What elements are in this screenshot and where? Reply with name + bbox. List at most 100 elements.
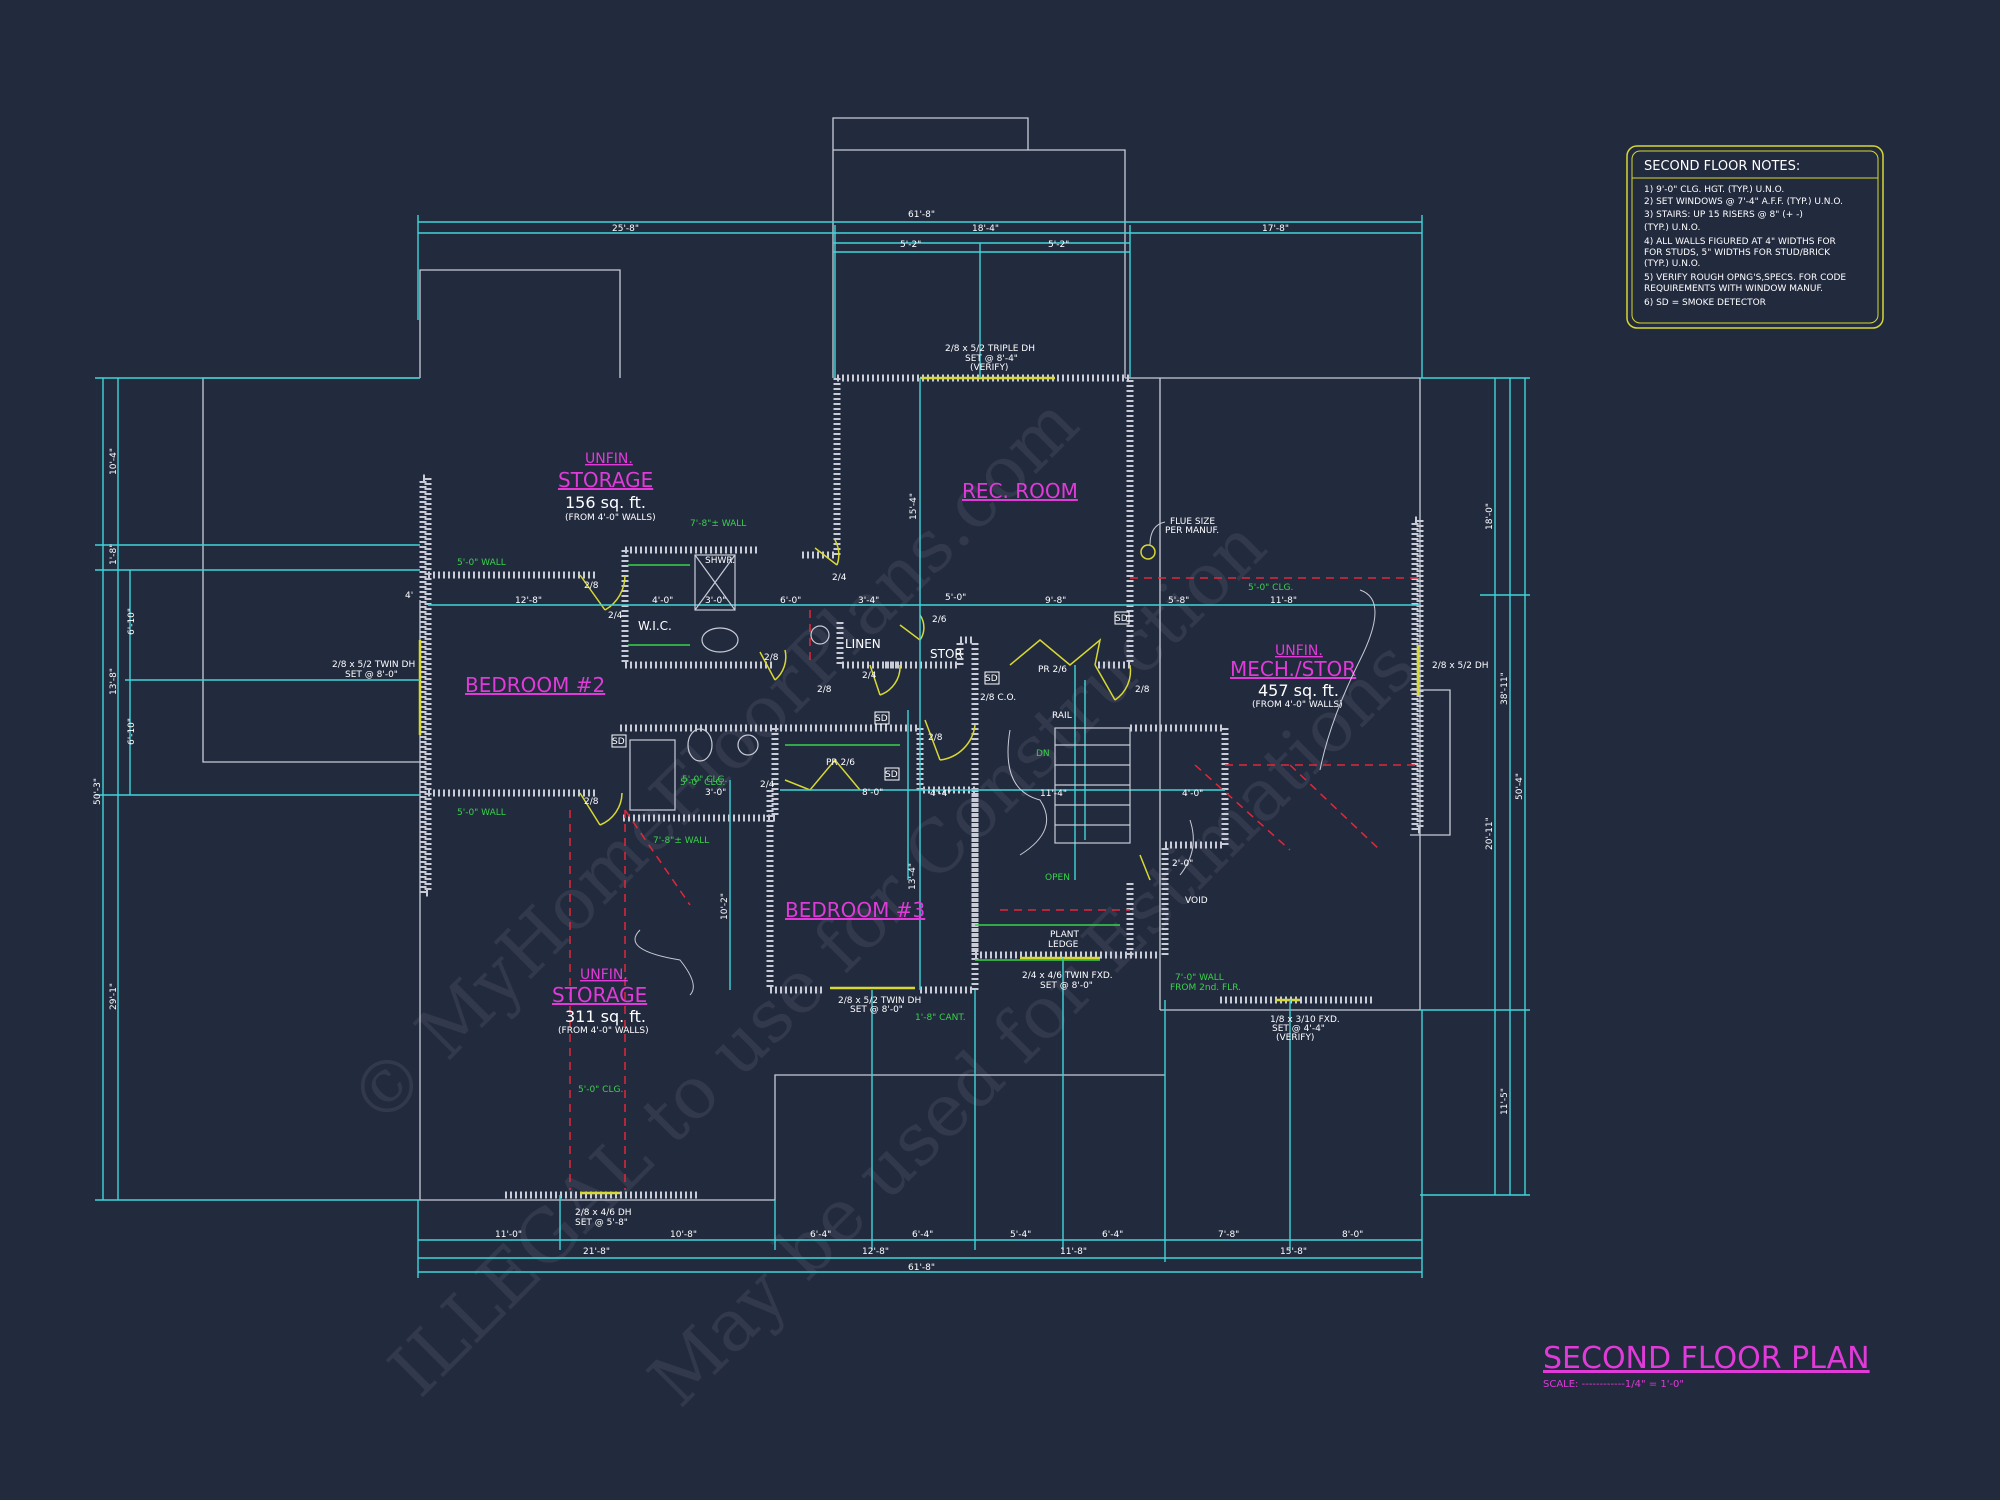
win-bottom-line2: SET @ 5'-8" (575, 1218, 628, 1228)
notes-box: SECOND FLOOR NOTES: 1) 9'-0" CLG. HGT. (… (1626, 145, 1884, 329)
dim-inner-4: 3'-4" (858, 596, 879, 606)
note-4: 4) ALL WALLS FIGURED AT 4" WIDTHS FOR (1644, 237, 1836, 247)
win-bottom-line1: 2/8 x 4/6 DH (575, 1208, 632, 1218)
dn-label: DN (1036, 749, 1050, 759)
dim-left-5: 50'-3" (93, 778, 103, 805)
win-top-line2: SET @ 8'-4" (965, 354, 1018, 364)
storage2-note: (FROM 4'-0" WALLS) (558, 1026, 649, 1036)
room-labels: UNFIN. STORAGE 156 sq. ft. (FROM 4'-0" W… (465, 451, 1356, 1036)
door-tag-6: 2/8 (817, 685, 832, 695)
dim-bot-r2-2: 11'-8" (1060, 1247, 1087, 1257)
dim-top-overall: 61'-8" (908, 210, 935, 220)
win-fxd2-line1: 1/8 x 3/10 FXD. (1270, 1015, 1340, 1025)
dimension-lines (95, 215, 1530, 1278)
dim-top-left: 25'-8" (612, 224, 639, 234)
mech-note: (FROM 4'-0" WALLS) (1252, 700, 1343, 710)
bedroom3-label: BEDROOM #3 (785, 898, 925, 922)
rec-room-label: REC. ROOM (962, 479, 1078, 503)
dim-bot-r2-3: 15'-8" (1280, 1247, 1307, 1257)
wall-50a-label: 5'-0" WALL (457, 558, 506, 568)
note-3: (TYP.) U.N.O. (1644, 223, 1700, 233)
dim-inner-5: 5'-0" (945, 593, 966, 603)
dim-right-2: 50'-4" (1515, 773, 1525, 800)
dim-bot-r1-7: 8'-0" (1342, 1230, 1363, 1240)
dim-inner-17: 5'-0" CLG. (682, 775, 727, 785)
windows (418, 376, 1420, 1195)
flue-line1: FLUE SIZE (1170, 517, 1215, 527)
callouts: 2/8 x 5/2 TRIPLE DH SET @ 8'-4" (VERIFY)… (332, 344, 1489, 1228)
win-top-line3: (VERIFY) (970, 363, 1008, 373)
note-5: FOR STUDS, 5" WIDTHS FOR STUD/BRICK (1644, 248, 1831, 258)
dim-top-mid: 18'-4" (972, 224, 999, 234)
wall-50b-label: 5'-0" WALL (457, 808, 506, 818)
door-tag-5: 2/8 (764, 653, 779, 663)
win-bed3-line1: 2/8 x 5/2 TWIN DH (838, 996, 921, 1006)
dim-inner-1: 4'-0" (652, 596, 673, 606)
fixtures (628, 544, 1156, 961)
stor-label: STOR (930, 647, 963, 661)
note-1: 2) SET WINDOWS @ 7'-4" A.F.F. (TYP.) U.N… (1644, 197, 1843, 207)
mech-name: MECH./STOR (1230, 657, 1356, 681)
sd-tag-2: SD (1115, 614, 1128, 624)
dim-right-0: 18'-0" (1485, 503, 1495, 530)
dim-left-2: 6'-10" (127, 608, 137, 635)
dim-inner-0: 12'-8" (515, 596, 542, 606)
sd-tag-1: SD (612, 737, 625, 747)
drawing-scale: SCALE: ------------1/4" = 1'-0" (1543, 1379, 1684, 1390)
storage2-area: 311 sq. ft. (565, 1007, 646, 1026)
dim-left-4: 6'-10" (127, 718, 137, 745)
dim-bot-r2-0: 21'-8" (583, 1247, 610, 1257)
door-tag-4: 2/4 (862, 671, 877, 681)
dim-inner-13: 2'-0" (1172, 859, 1193, 869)
dim-inner-8: 11'-8" (1270, 596, 1297, 606)
wall-70-line1: 7'-0" WALL (1175, 973, 1224, 983)
dim-inner-19: 4' (405, 591, 413, 601)
dim-left-0: 10'-4" (109, 448, 119, 475)
door-tag-1: 2/4 (608, 611, 623, 621)
dim-inner-14: 13'-4" (908, 863, 918, 890)
dim-bot-r1-5: 6'-4" (1102, 1230, 1123, 1240)
co-label: 2/8 C.O. (980, 693, 1016, 703)
dim-bot-r1-6: 7'-8" (1218, 1230, 1239, 1240)
dim-bot-r2-1: 12'-8" (862, 1247, 889, 1257)
dim-top-right: 17'-8" (1262, 224, 1289, 234)
dim-inner-9: 8'-0" (862, 788, 883, 798)
dim-inner-16: 15'-4" (909, 493, 919, 520)
clg-a-label: 5'-0" CLG. (1248, 583, 1293, 593)
dim-left-6: 29'-1" (109, 983, 119, 1010)
door-tag-8: 2/8 (1135, 685, 1150, 695)
door-tag-10: 2/8 (584, 797, 599, 807)
pr2-label: PR 2/6 (826, 758, 855, 768)
sd-tag-3: SD (985, 674, 998, 684)
mech-unfin: UNFIN. (1275, 643, 1323, 659)
win-bed2-line2: SET @ 8'-0" (345, 670, 398, 680)
door-tag-0: 2/8 (584, 581, 599, 591)
dim-left-1: 1'-8" (109, 544, 119, 565)
win-fxd-line1: 2/4 x 4/6 TWIN FXD. (1022, 971, 1113, 981)
wall-78b-label: 7'-8"± WALL (653, 836, 709, 846)
drawing-title-block: SECOND FLOOR PLAN SCALE: ------------1/4… (1543, 1341, 1870, 1390)
win-bed2-line1: 2/8 x 5/2 TWIN DH (332, 660, 415, 670)
plant-line2: LEDGE (1048, 940, 1079, 950)
door-tag-3: 2/6 (932, 615, 947, 625)
dim-inner-6: 9'-8" (1045, 596, 1066, 606)
storage2-name: STORAGE (552, 983, 647, 1007)
storage2-unfin: UNFIN. (580, 967, 628, 983)
clg-b-label: 5'-0" CLG. (578, 1085, 623, 1095)
dim-inner-18: 3'-0" (705, 788, 726, 798)
void-label: VOID (1185, 896, 1208, 906)
doors (579, 539, 1151, 881)
door-tag-9: 2/4 (760, 780, 775, 790)
win-top-line1: 2/8 x 5/2 TRIPLE DH (945, 344, 1035, 354)
dimension-texts: 61'-8" 25'-8" 18'-4" 17'-8" 5'-2" 5'-2" … (93, 210, 1525, 1273)
wic-label: W.I.C. (638, 619, 672, 633)
notes-title: SECOND FLOOR NOTES: (1644, 159, 1800, 174)
dim-bot-r1-0: 11'-0" (495, 1230, 522, 1240)
dim-inner-11: 11'-4" (1040, 789, 1067, 799)
plant-line1: PLANT (1050, 930, 1080, 940)
hidden-lines (569, 577, 1420, 1190)
bedroom2-label: BEDROOM #2 (465, 673, 605, 697)
storage1-area: 156 sq. ft. (565, 493, 646, 512)
dim-bot-r1-3: 6'-4" (912, 1230, 933, 1240)
win-bed3-line2: SET @ 8'-0" (850, 1005, 903, 1015)
